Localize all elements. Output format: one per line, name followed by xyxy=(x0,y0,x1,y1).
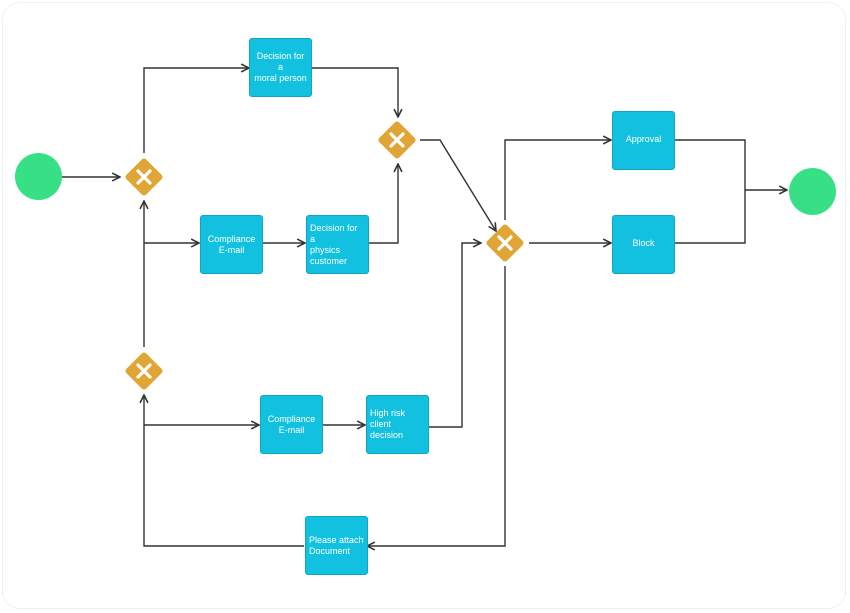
task-label: Approval xyxy=(625,134,662,144)
task-decision-moral-person[interactable]: Decision for a moral person xyxy=(249,38,312,97)
exclusive-gateway-2[interactable] xyxy=(122,349,166,393)
end-event[interactable] xyxy=(789,168,836,215)
x-mark-icon xyxy=(125,158,163,196)
flow-physics-to-gateway3 xyxy=(369,164,398,244)
task-label: Compliance E-mail xyxy=(267,413,316,435)
flow-block-merge xyxy=(674,190,746,244)
task-label: Decision for a physics customer xyxy=(310,222,358,266)
task-label: High risk client decision xyxy=(370,408,406,440)
flow-approval-merge xyxy=(674,139,746,190)
task-please-attach-document[interactable]: Please attach Document xyxy=(305,516,368,575)
flow-gateway4-to-attach xyxy=(367,266,506,546)
task-approval[interactable]: Approval xyxy=(612,111,675,170)
task-decision-physics-customer[interactable]: Decision for a physics customer xyxy=(306,215,369,274)
exclusive-gateway-1[interactable] xyxy=(122,155,166,199)
flow-gateway4-to-approval xyxy=(504,140,611,220)
start-event[interactable] xyxy=(15,153,62,200)
flow-gateway3-to-gateway4 xyxy=(420,139,496,231)
x-mark-icon xyxy=(378,121,416,159)
task-compliance-email-1[interactable]: Compliance E-mail xyxy=(200,215,263,274)
task-compliance-email-2[interactable]: Compliance E-mail xyxy=(260,395,323,454)
exclusive-gateway-4[interactable] xyxy=(483,221,527,265)
task-label: Decision for a moral person xyxy=(254,51,307,83)
flow-moral-to-gateway3 xyxy=(312,67,398,117)
x-mark-icon xyxy=(486,224,524,262)
task-label: Please attach Document xyxy=(309,534,364,556)
x-mark-icon xyxy=(125,352,163,390)
flow-attach-to-gateway2 xyxy=(144,395,304,547)
exclusive-gateway-3[interactable] xyxy=(375,118,419,162)
flow-highrisk-to-gateway4 xyxy=(429,243,481,428)
flow-gateway1-to-moral xyxy=(143,68,249,153)
task-label: Block xyxy=(632,238,655,248)
task-high-risk-client-decision[interactable]: High risk client decision xyxy=(366,395,429,454)
task-label: Compliance E-mail xyxy=(207,233,256,255)
task-block[interactable]: Block xyxy=(612,215,675,274)
